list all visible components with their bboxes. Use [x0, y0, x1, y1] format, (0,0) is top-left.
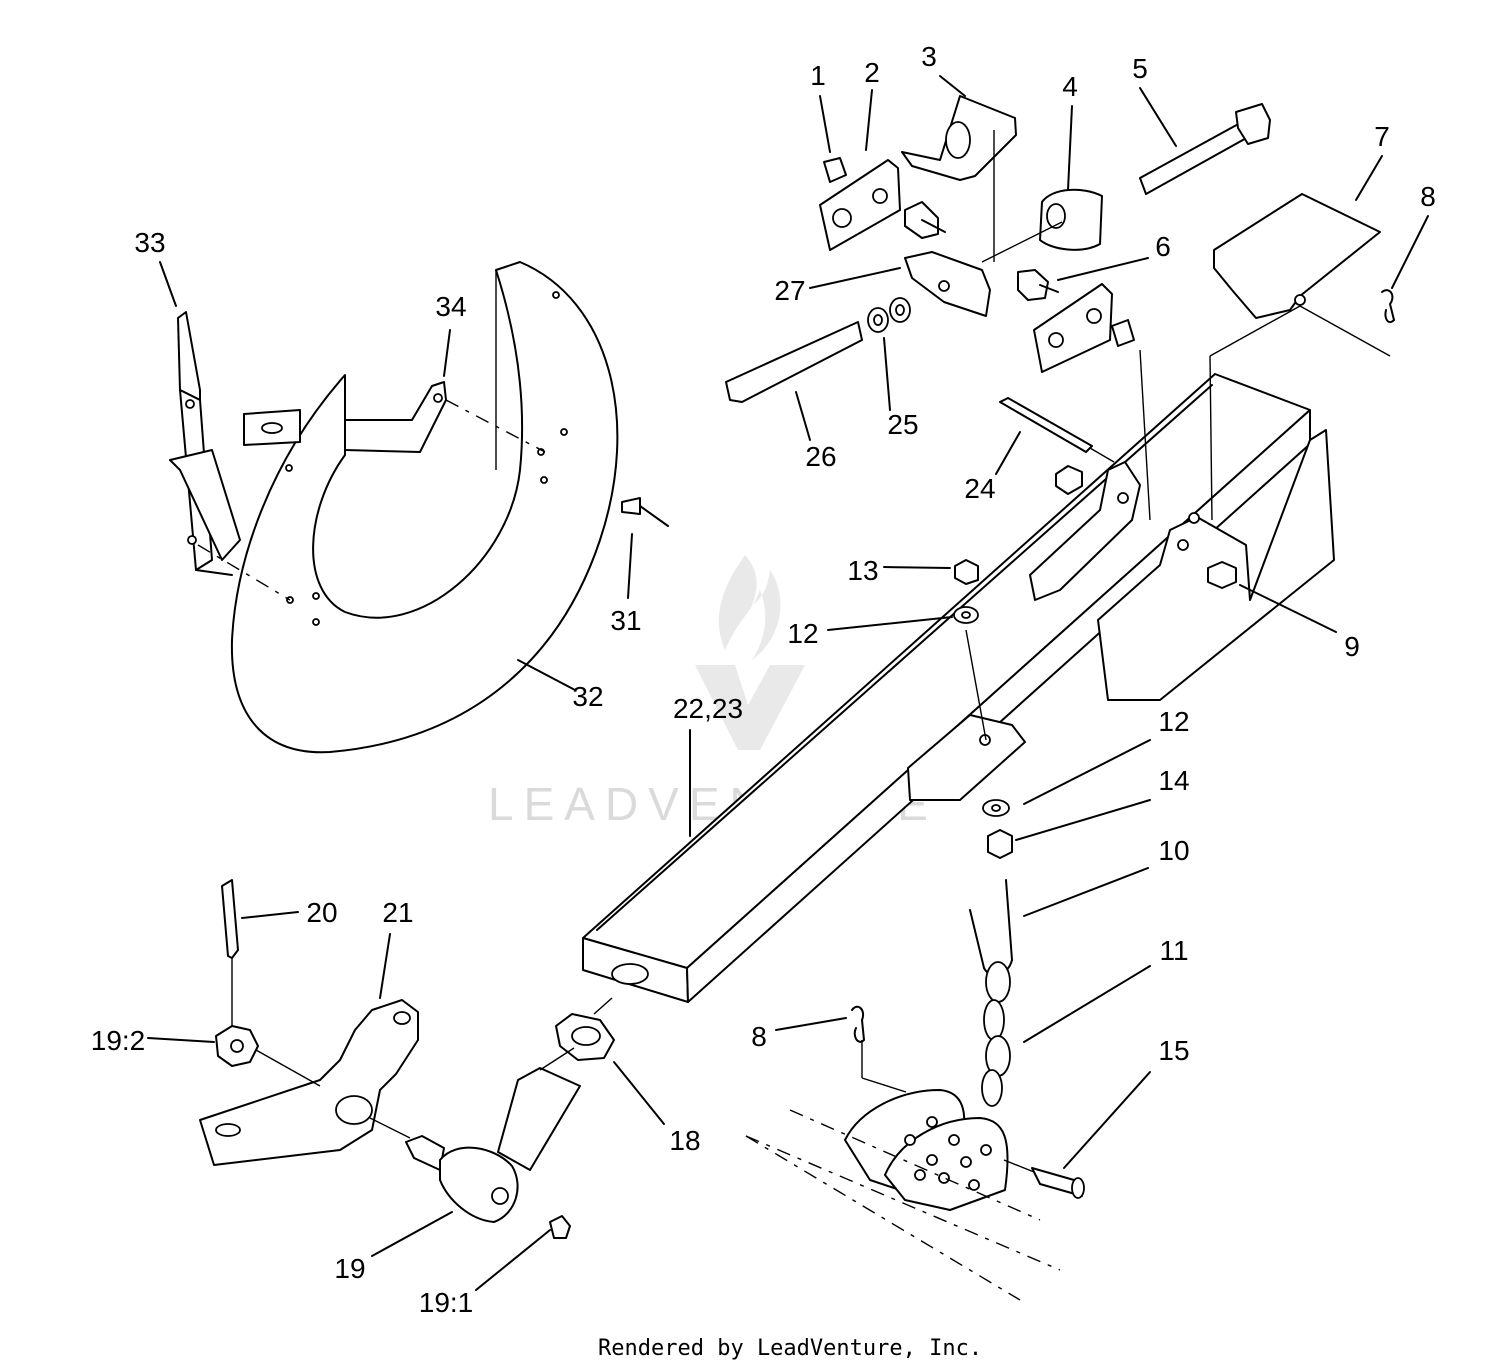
- part-24-pin: [999, 397, 1093, 453]
- part-4-spacer: [1039, 188, 1103, 251]
- callout-label: 7: [1374, 121, 1390, 152]
- callout-label: 3: [921, 41, 937, 72]
- callout-label: 15: [1158, 1035, 1189, 1066]
- part-12-washer-bottom: [982, 799, 1010, 817]
- part-2-bolt: [904, 201, 946, 239]
- callout-label: 26: [805, 441, 836, 472]
- callout-label: 14: [1158, 765, 1189, 796]
- part-34-bracket: [243, 381, 447, 453]
- part-26-shaft: [725, 321, 863, 403]
- part-25-washers: [867, 297, 911, 333]
- callout-label: 24: [964, 473, 995, 504]
- part-7-cover: [1213, 193, 1381, 319]
- part-8-clip-top: [1381, 289, 1395, 324]
- part-9-nut: [1055, 465, 1237, 589]
- part-14-nut: [987, 829, 1013, 859]
- callout-label: 33: [134, 227, 165, 258]
- callout-label: 27: [774, 275, 805, 306]
- callout-label: 25: [887, 409, 918, 440]
- callout-label: 19:1: [419, 1287, 474, 1318]
- part-8-clip-bottom: [851, 1005, 865, 1043]
- part-12-washer-top: [953, 606, 979, 624]
- callout-label: 8: [1420, 181, 1436, 212]
- callout-label: 11: [1159, 935, 1188, 966]
- part-15-pin: [1031, 1167, 1085, 1199]
- hitch-brackets: [844, 1089, 1009, 1211]
- callout-label: 22,23: [673, 693, 743, 724]
- callout-label: 5: [1132, 53, 1148, 84]
- part-19-1-fitting: [549, 1215, 571, 1239]
- leader-lines: [147, 75, 1429, 1291]
- footer-credit: Rendered by LeadVenture, Inc.: [598, 1336, 982, 1361]
- callout-label: 34: [435, 291, 466, 322]
- part-22-23-tube: [582, 373, 1335, 1003]
- callout-label: 1: [810, 60, 826, 91]
- part-19-tie-rod-end: [405, 1067, 581, 1223]
- callout-label: 4: [1062, 71, 1078, 102]
- callout-label: 2: [864, 57, 880, 88]
- callout-label: 10: [1158, 835, 1189, 866]
- part-1-bushing: [823, 157, 847, 183]
- callout-label: 12: [787, 618, 818, 649]
- callout-label: 31: [610, 605, 641, 636]
- part-33-bracket: [169, 311, 241, 576]
- callout-label: 19:2: [91, 1025, 146, 1056]
- callout-label: 21: [382, 897, 413, 928]
- part-19-2-castle-nut: [215, 1025, 259, 1067]
- callout-label: 19: [334, 1253, 365, 1284]
- part-5-long-bolt: [1139, 103, 1271, 195]
- part-3-bracket: [901, 95, 1017, 181]
- assembly-lines: [231, 130, 1391, 1173]
- part-2-plate: [819, 159, 901, 251]
- part-6-plate: [1017, 269, 1135, 373]
- callout-label: 6: [1155, 231, 1171, 262]
- part-27-block: [904, 251, 991, 317]
- callout-label: 18: [669, 1125, 700, 1156]
- part-21-steering-arm: [199, 999, 419, 1166]
- part-32-shield: [230, 261, 619, 754]
- part-18-nut: [555, 1013, 615, 1061]
- callout-label: 12: [1158, 706, 1189, 737]
- callout-label: 9: [1344, 631, 1360, 662]
- part-31-bolt: [621, 497, 669, 527]
- callout-label: 8: [751, 1021, 767, 1052]
- callout-label: 32: [572, 681, 603, 712]
- callout-label: 20: [306, 897, 337, 928]
- part-10-u-bolt: [969, 879, 1013, 976]
- callout-label: 13: [847, 555, 878, 586]
- part-13-nut: [954, 559, 979, 585]
- part-20-cotter-pin: [221, 879, 239, 959]
- part-11-chain: [981, 961, 1011, 1107]
